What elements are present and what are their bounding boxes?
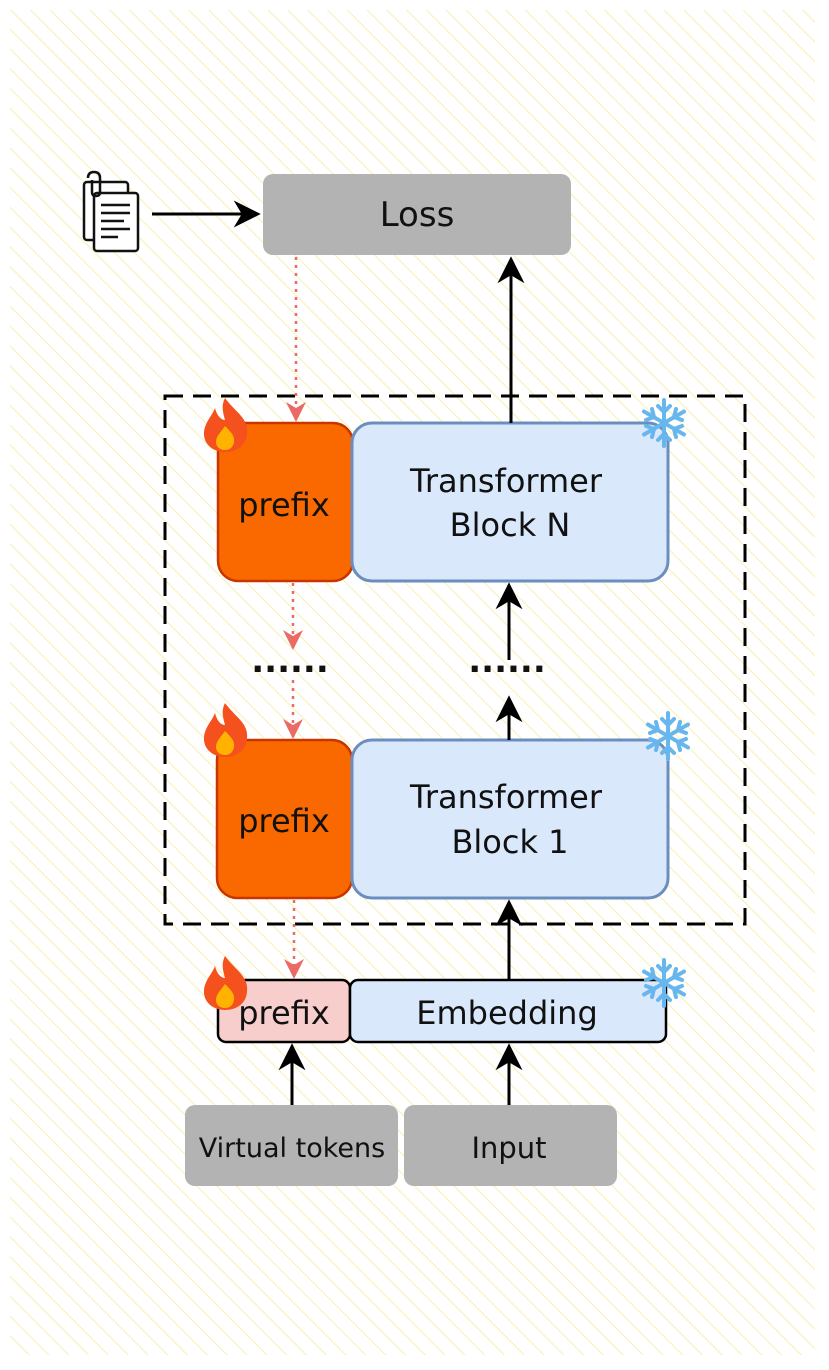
loss-node: Loss bbox=[263, 174, 571, 255]
snowflake-icon bbox=[642, 398, 686, 448]
prefix-block-1: prefix bbox=[215, 738, 354, 900]
prefix-embedding-label: prefix bbox=[238, 994, 330, 1032]
virtual-tokens-node: Virtual tokens bbox=[185, 1105, 398, 1186]
input-node: Input bbox=[404, 1105, 617, 1186]
fire-icon bbox=[203, 703, 248, 757]
input-label: Input bbox=[471, 1131, 546, 1165]
embedding-node: Embedding bbox=[348, 978, 668, 1044]
transformer-block-1-line1: Transformer bbox=[409, 778, 603, 816]
transformer-block-n-line1: Transformer bbox=[409, 462, 603, 500]
prefix-block-n-label: prefix bbox=[238, 486, 330, 524]
snowflake-icon bbox=[642, 958, 686, 1008]
document-icon bbox=[82, 170, 140, 253]
prefix-block-n: prefix bbox=[216, 421, 355, 583]
transformer-block-n-line2: Block N bbox=[450, 506, 571, 544]
loss-label: Loss bbox=[380, 195, 455, 235]
embedding-label: Embedding bbox=[416, 994, 598, 1032]
transformer-block-n: Transformer Block N bbox=[350, 421, 670, 583]
prefix-embedding: prefix bbox=[216, 978, 352, 1044]
ellipsis-transformer: ...... bbox=[468, 641, 546, 681]
ellipsis-prefix: ...... bbox=[251, 641, 329, 681]
transformer-block-1-line2: Block 1 bbox=[451, 823, 568, 861]
fire-icon bbox=[203, 398, 248, 452]
snowflake-icon bbox=[646, 711, 690, 761]
frozen-transformer-stack bbox=[163, 394, 747, 926]
virtual-tokens-label: Virtual tokens bbox=[199, 1133, 385, 1164]
fire-icon bbox=[203, 956, 248, 1010]
transformer-block-1: Transformer Block 1 bbox=[350, 738, 670, 900]
prefix-block-1-label: prefix bbox=[238, 802, 330, 840]
